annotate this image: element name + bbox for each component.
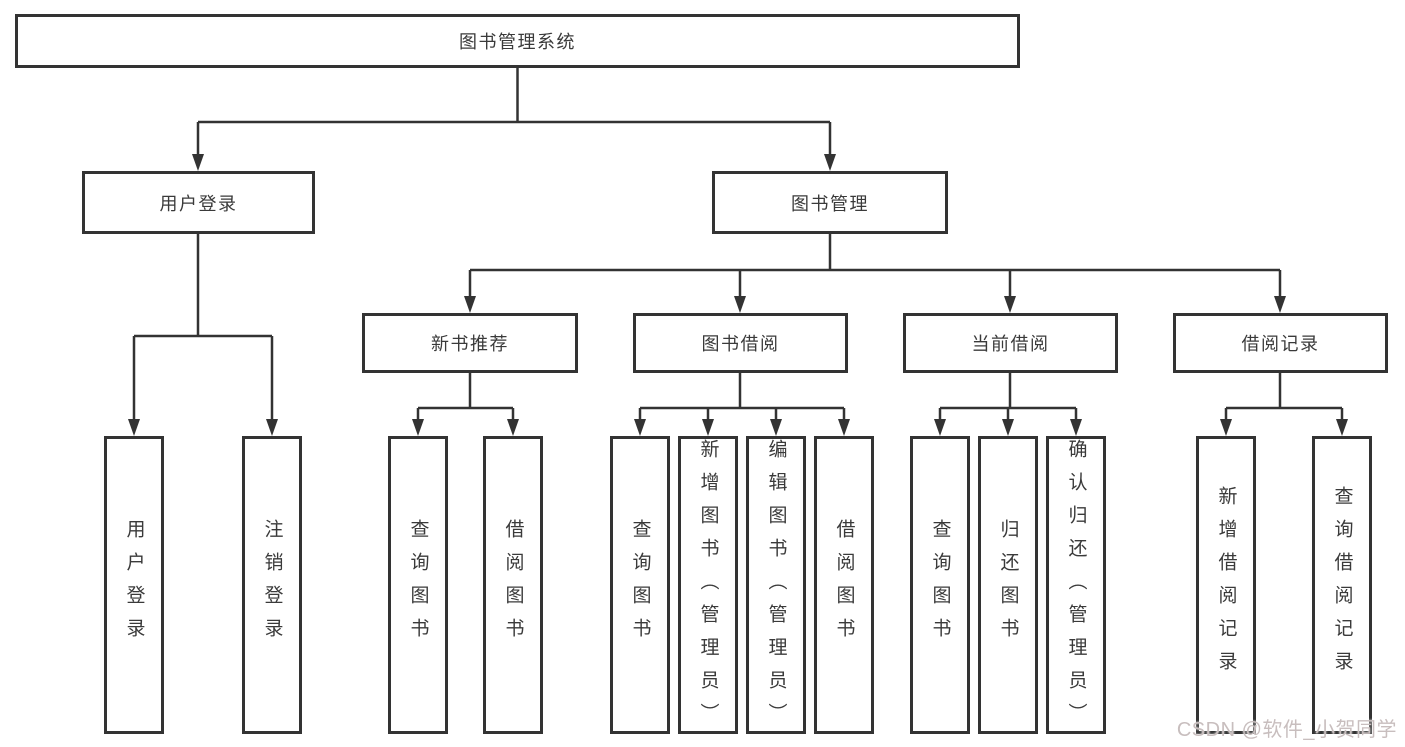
leaf-borrowing-edit-books-admin-label: 编辑图书（管理员） [765, 439, 787, 736]
node-book-borrowing: 图书借阅 [633, 313, 848, 373]
arrowheads [128, 154, 1348, 436]
leaf-current-return-books-label: 归还图书 [997, 519, 1019, 651]
leaf-newbook-borrow-books: 借阅图书 [483, 436, 543, 734]
node-borrowing-records: 借阅记录 [1173, 313, 1388, 373]
leaf-records-query-record-label: 查询借阅记录 [1331, 486, 1353, 684]
leaf-borrowing-add-books-admin: 新增图书（管理员） [678, 436, 738, 736]
leaf-borrowing-borrow-books: 借阅图书 [814, 436, 874, 734]
leaf-borrowing-query-books: 查询图书 [610, 436, 670, 734]
leaf-borrowing-borrow-books-label: 借阅图书 [833, 519, 855, 651]
tree-edges [132, 68, 1344, 420]
leaf-current-query-books: 查询图书 [910, 436, 970, 734]
leaf-borrowing-query-books-label: 查询图书 [629, 519, 651, 651]
node-user-login: 用户登录 [82, 171, 315, 234]
leaf-user-login-label: 用户登录 [123, 519, 145, 651]
node-book-management: 图书管理 [712, 171, 948, 234]
leaf-logout-label: 注销登录 [261, 519, 283, 651]
leaf-records-add-record-label: 新增借阅记录 [1215, 486, 1237, 684]
leaf-current-confirm-return-admin-label: 确认归还（管理员） [1065, 439, 1087, 736]
leaf-records-add-record: 新增借阅记录 [1196, 436, 1256, 734]
leaf-current-return-books: 归还图书 [978, 436, 1038, 734]
leaf-newbook-query-books: 查询图书 [388, 436, 448, 734]
leaf-borrowing-add-books-admin-label: 新增图书（管理员） [697, 439, 719, 736]
leaf-newbook-borrow-books-label: 借阅图书 [502, 519, 524, 651]
leaf-records-query-record: 查询借阅记录 [1312, 436, 1372, 734]
node-current-borrowing: 当前借阅 [903, 313, 1118, 373]
node-new-book-recommend: 新书推荐 [362, 313, 578, 373]
leaf-current-query-books-label: 查询图书 [929, 519, 951, 651]
leaf-logout: 注销登录 [242, 436, 302, 734]
leaf-user-login: 用户登录 [104, 436, 164, 734]
leaf-current-confirm-return-admin: 确认归还（管理员） [1046, 436, 1106, 736]
csdn-watermark: CSDN @软件_小贺同学 [1176, 719, 1397, 741]
leaf-borrowing-edit-books-admin: 编辑图书（管理员） [746, 436, 806, 736]
node-book-management-system: 图书管理系统 [15, 14, 1020, 68]
leaf-newbook-query-books-label: 查询图书 [407, 519, 429, 651]
